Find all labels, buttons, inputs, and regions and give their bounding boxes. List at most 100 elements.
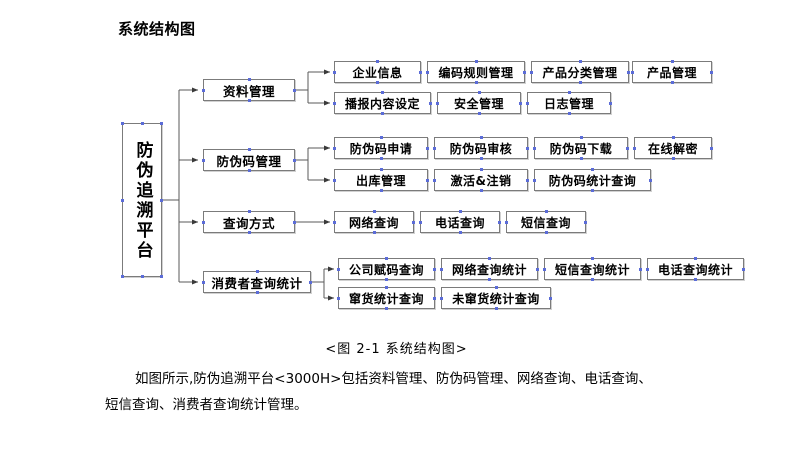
handle-top-center[interactable] [140,122,144,125]
handle-mid-left[interactable] [333,70,336,74]
handle-top-center[interactable] [379,136,383,139]
handle-top-center[interactable] [479,136,483,139]
handle-top-left[interactable] [121,122,124,125]
handle-mid-left[interactable] [202,158,205,162]
handle-mid-left[interactable] [419,220,422,224]
handle-mid-right[interactable] [609,101,612,105]
handle-top-center[interactable] [247,210,251,213]
handle-mid-right[interactable] [526,146,529,150]
handle-mid-left[interactable] [333,220,336,224]
handle-top-center[interactable] [247,78,251,81]
handle-bottom-center[interactable] [477,112,481,115]
handle-mid-right[interactable] [649,178,652,182]
handle-mid-left[interactable] [333,101,336,105]
handle-mid-left[interactable] [436,101,439,105]
handle-top-center[interactable] [247,148,251,151]
leaf-wei-cuanhuo-tongji-chaxun[interactable]: 未窜货统计查询 [440,286,552,310]
handle-bottom-center[interactable] [591,278,594,281]
handle-top-center[interactable] [381,91,384,94]
handle-mid-left[interactable] [202,220,205,224]
handle-mid-right[interactable] [526,178,529,182]
handle-mid-left[interactable] [333,178,336,182]
leaf-zaixian-jiemi[interactable]: 在线解密 [633,136,713,160]
node-branch-xiaofeizhe-chaxun-tongji[interactable]: 消费者查询统计 [202,270,312,294]
handle-bottom-center[interactable] [494,307,498,310]
handle-mid-left[interactable] [533,178,536,182]
handle-mid-left[interactable] [530,70,533,74]
handle-mid-right[interactable] [293,220,296,224]
handle-bottom-center[interactable] [140,275,144,278]
handle-mid-right[interactable] [549,296,552,300]
handle-mid-right[interactable] [639,267,642,271]
handle-bottom-center[interactable] [671,157,675,160]
node-branch-fangweima-guanli[interactable]: 防伪码管理 [202,148,296,172]
handle-top-center[interactable] [591,168,594,171]
handle-bottom-left[interactable] [121,275,124,278]
leaf-chuku-guanli[interactable]: 出库管理 [333,168,429,192]
leaf-dianhua-chaxun-tongji[interactable]: 电话查询统计 [646,257,745,281]
leaf-fangweima-tongji-chaxun[interactable]: 防伪码统计查询 [533,168,652,192]
node-branch-ziliao-guanli[interactable]: 资料管理 [202,78,296,102]
handle-mid-left[interactable] [631,70,634,74]
handle-bottom-center[interactable] [376,81,379,84]
handle-mid-right[interactable] [309,280,312,284]
handle-mid-left[interactable] [505,220,508,224]
handle-top-center[interactable] [385,257,388,260]
handle-top-center[interactable] [255,270,259,273]
handle-bottom-center[interactable] [458,231,462,234]
leaf-bobao-neirong-sheding[interactable]: 播报内容设定 [333,91,432,115]
handle-mid-right[interactable] [498,220,501,224]
leaf-chanpin-fenlei-guanli[interactable]: 产品分类管理 [530,60,630,84]
leaf-duanxin-chaxun[interactable]: 短信查询 [505,210,587,234]
handle-mid-right[interactable] [426,146,429,150]
handle-bottom-center[interactable] [474,81,478,84]
handle-top-center[interactable] [579,136,583,139]
handle-bottom-center[interactable] [578,81,582,84]
handle-mid-right[interactable] [627,70,630,74]
handle-mid-right[interactable] [584,220,587,224]
leaf-gongsi-fuma-chaxun[interactable]: 公司赋码查询 [337,257,436,281]
handle-top-center[interactable] [671,136,675,139]
handle-top-center[interactable] [578,60,582,63]
handle-top-center[interactable] [694,257,697,260]
handle-mid-left[interactable] [526,101,529,105]
handle-mid-right[interactable] [293,88,296,92]
handle-bottom-center[interactable] [379,189,383,192]
handle-bottom-center[interactable] [579,157,583,160]
handle-top-center[interactable] [494,286,498,289]
handle-bottom-center[interactable] [567,112,571,115]
handle-bottom-center[interactable] [247,99,251,102]
handle-bottom-center[interactable] [591,189,594,192]
handle-bottom-center[interactable] [479,157,483,160]
handle-bottom-center[interactable] [479,189,483,192]
handle-mid-left[interactable] [533,146,536,150]
handle-top-center[interactable] [379,168,383,171]
handle-mid-right[interactable] [160,198,163,202]
handle-mid-left[interactable] [202,88,205,92]
handle-top-center[interactable] [385,286,388,289]
handle-mid-left[interactable] [646,267,649,271]
handle-bottom-center[interactable] [247,169,251,172]
handle-bottom-right[interactable] [160,275,163,278]
handle-mid-right[interactable] [419,70,422,74]
handle-mid-left[interactable] [633,146,636,150]
handle-mid-right[interactable] [536,267,539,271]
handle-bottom-center[interactable] [670,81,674,84]
handle-mid-right[interactable] [429,101,432,105]
handle-mid-right[interactable] [433,296,436,300]
handle-mid-left[interactable] [440,267,443,271]
handle-top-center[interactable] [670,60,674,63]
handle-bottom-center[interactable] [247,231,251,234]
handle-mid-left[interactable] [121,198,124,202]
handle-bottom-center[interactable] [488,278,491,281]
handle-mid-right[interactable] [742,267,745,271]
handle-top-center[interactable] [488,257,491,260]
handle-mid-right[interactable] [433,267,436,271]
leaf-fangweima-xiazai[interactable]: 防伪码下载 [533,136,629,160]
handle-top-center[interactable] [376,60,379,63]
handle-mid-left[interactable] [433,178,436,182]
leaf-wangluo-chaxun[interactable]: 网络查询 [333,210,415,234]
handle-mid-right[interactable] [519,101,522,105]
leaf-jihuo-zhuxiao[interactable]: 激活&注销 [433,168,529,192]
leaf-bianma-guize-guanli[interactable]: 编码规则管理 [426,60,526,84]
